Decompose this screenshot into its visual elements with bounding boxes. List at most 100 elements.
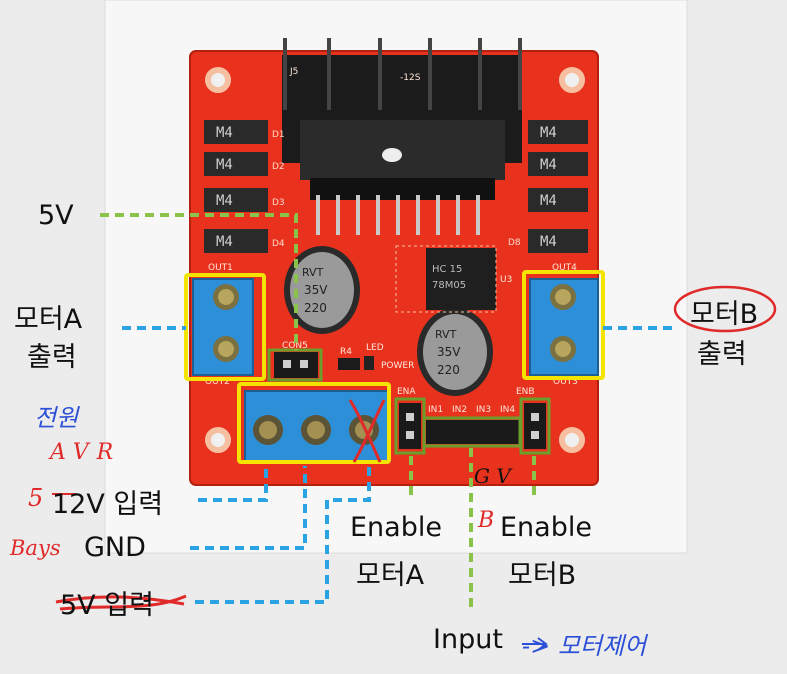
diode xyxy=(204,120,268,144)
capacitor-value: 220 xyxy=(437,363,460,377)
label-12v-input: 12V 입력 xyxy=(52,489,164,520)
leader-lines-green xyxy=(100,213,536,612)
diodes-right: M4 M4 M4 M4 xyxy=(528,120,588,253)
diode-label: D3 xyxy=(272,198,285,208)
highlight-power xyxy=(237,382,391,464)
diode xyxy=(204,188,268,212)
diode-labels: D1 D2 D3 D4 D8 xyxy=(272,130,521,249)
silk-in4: IN4 xyxy=(500,405,515,415)
small-components xyxy=(338,356,374,370)
silk-in3: IN3 xyxy=(476,405,491,415)
silk-in2: IN2 xyxy=(452,405,467,415)
annotation-b: B xyxy=(478,508,495,533)
label-motor-b-out-1: 모터B xyxy=(690,299,759,330)
label-input: Input xyxy=(433,624,503,655)
label-gnd: GND xyxy=(84,532,146,563)
annotation-gv: G V xyxy=(474,464,511,488)
diode xyxy=(528,120,588,144)
diodes-left: M4 M4 M4 M4 xyxy=(204,120,268,253)
label-enable-b-1: Enable xyxy=(500,512,592,543)
leader-gnd xyxy=(190,466,307,550)
label-5v-input: 5V 입력 xyxy=(60,590,154,621)
highlight-enb xyxy=(519,397,551,455)
annotation-ground: Bays xyxy=(10,536,61,560)
heatsink xyxy=(282,38,522,235)
leader-12v xyxy=(198,466,268,502)
mounting-hole-tr xyxy=(559,67,585,93)
silk-out4: OUT4 xyxy=(552,263,577,273)
capacitor-right: RVT 35V 220 xyxy=(417,308,493,396)
diode-text: M4 xyxy=(540,157,557,173)
terminal-out1 xyxy=(192,278,254,376)
silk-enb: ENB xyxy=(516,387,535,397)
silk-heatsink: -12S xyxy=(400,73,421,83)
label-enable-a-1: Enable xyxy=(350,512,442,543)
silk-out3: OUT3 xyxy=(553,377,578,387)
label-motor-a-out-1: 모터A xyxy=(14,304,83,335)
diode-text: M4 xyxy=(216,193,233,209)
silk-con5: CON5 xyxy=(282,341,308,351)
capacitor-volt: 35V xyxy=(437,345,461,359)
diode-text: M4 xyxy=(216,157,233,173)
regulator-text-1: HC 15 xyxy=(432,264,462,275)
label-5v: 5V xyxy=(38,200,74,231)
diode-label: D4 xyxy=(272,239,285,249)
diode-text: M4 xyxy=(216,125,233,141)
diode-text: M4 xyxy=(540,125,557,141)
silk-out2: OUT2 xyxy=(205,377,230,387)
terminal-out4 xyxy=(529,278,599,376)
highlight-boxes xyxy=(184,270,605,464)
silk-in1: IN1 xyxy=(428,405,443,415)
silk-u3: U3 xyxy=(500,275,512,285)
annotation-avr: AVR xyxy=(50,440,122,465)
diode-text: M4 xyxy=(540,193,557,209)
capacitor-value: 220 xyxy=(304,301,327,315)
diode xyxy=(528,229,588,253)
header-ena xyxy=(399,403,421,449)
mounting-hole-br xyxy=(559,427,585,453)
diode xyxy=(528,152,588,176)
annotation-five: 5 xyxy=(28,484,44,512)
annotation-power: 전원 xyxy=(34,404,79,432)
silk-power: POWER xyxy=(381,361,414,371)
label-motor-b-out-2: 출력 xyxy=(697,339,747,370)
diode-label: D8 xyxy=(508,238,521,248)
silk-out1: OUT1 xyxy=(208,263,233,273)
strike-5v-input xyxy=(55,594,187,611)
diode-label: D2 xyxy=(272,162,285,172)
cross-mark xyxy=(348,399,386,463)
motor-b-circle xyxy=(673,285,777,333)
mounting-hole-tl xyxy=(205,67,231,93)
leader-lines-blue xyxy=(122,326,676,604)
label-enable-b-2: 모터B xyxy=(508,560,577,591)
silk-j5: J5 xyxy=(289,67,298,77)
regulator-text-2: 78M05 xyxy=(432,280,466,291)
mounting-hole-bl xyxy=(205,427,231,453)
label-enable-a-2: 모터A xyxy=(356,560,425,591)
silk-ena: ENA xyxy=(397,387,416,397)
voltage-regulator: HC 15 78M05 xyxy=(395,245,497,313)
label-motor-a-out-2: 출력 xyxy=(27,342,77,373)
diode xyxy=(528,188,588,212)
annotation-input: -> 모터제어 xyxy=(522,632,647,660)
capacitor-volt: 35V xyxy=(304,283,328,297)
diode-label: D1 xyxy=(272,130,285,140)
silk-led: LED xyxy=(366,343,384,353)
diode xyxy=(204,229,268,253)
terminal-power xyxy=(244,390,391,462)
mounting-holes xyxy=(205,67,585,453)
diode-text: M4 xyxy=(540,234,557,250)
diode xyxy=(204,152,268,176)
silk-r4: R4 xyxy=(340,347,352,357)
capacitor-top-text: RVT xyxy=(302,266,324,279)
input-arrow-head xyxy=(537,637,548,651)
header-input xyxy=(426,420,522,444)
diode-text: M4 xyxy=(216,234,233,250)
capacitor-left: RVT 35V 220 xyxy=(284,246,360,334)
header-con5 xyxy=(274,352,318,378)
header-enb xyxy=(524,403,546,449)
leader-5v-in xyxy=(195,466,371,604)
highlight-out4 xyxy=(522,270,605,380)
silkscreen: OUT1 OUT4 OUT2 OUT3 CON5 R4 LED POWER EN… xyxy=(205,67,578,415)
